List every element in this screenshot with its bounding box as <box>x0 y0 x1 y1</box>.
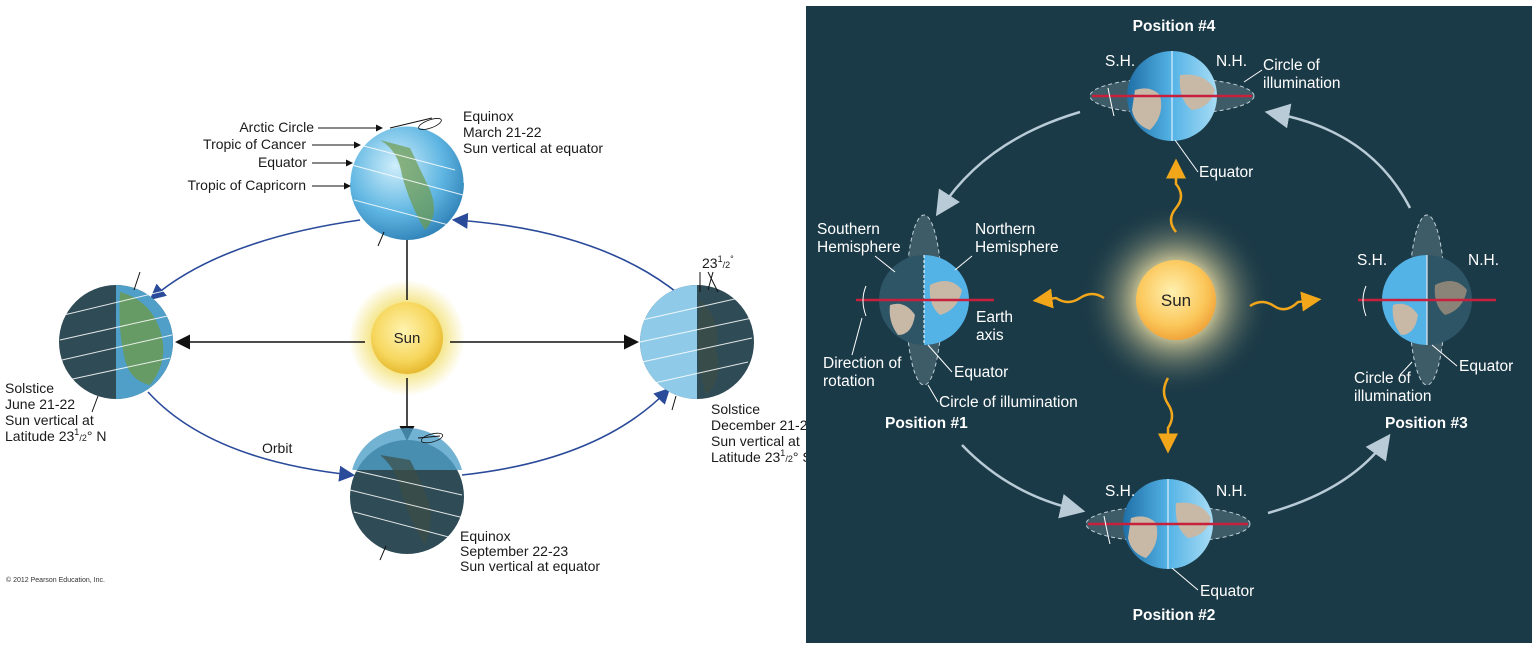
earth-march-equinox <box>349 117 465 247</box>
left-sun-label: Sun <box>394 330 421 347</box>
june-solstice-line1: Solstice <box>5 380 54 396</box>
pos3-circle-leader <box>1399 361 1413 376</box>
wavy-ray-up <box>1166 158 1186 233</box>
pos2-nh-label: N.H. <box>1216 483 1247 500</box>
orbit-arrow-1-to-2 <box>961 444 1086 519</box>
march-equinox-line3: Sun vertical at equator <box>463 140 603 156</box>
pos1-northern-line1: Northern <box>975 221 1035 238</box>
pos1-axis-line1: Earth <box>976 309 1013 326</box>
orbit-arc-top-right <box>451 212 681 296</box>
earth-june-solstice <box>59 271 173 413</box>
pos1-rotation-line2: rotation <box>823 373 875 390</box>
pos3-circle-line2: illumination <box>1354 388 1432 405</box>
pos4-circle-line2: illumination <box>1263 75 1341 92</box>
december-solstice-line2: December 21-2 <box>711 417 808 433</box>
pos1-northern-leader <box>954 255 973 271</box>
pos2-sh-label: S.H. <box>1105 483 1135 500</box>
march-equinox-line1: Equinox <box>463 108 514 124</box>
label-arctic-circle: Arctic Circle <box>239 119 314 135</box>
pos3-circle-line1: Circle of <box>1354 370 1412 387</box>
june-solstice-latitude: Latitude 231/2° N <box>5 427 106 444</box>
pos2-equator-leader <box>1171 567 1199 591</box>
orbit-arrow-4-to-1 <box>935 110 1081 217</box>
september-equinox-line3: Sun vertical at equator <box>460 558 600 574</box>
wavy-ray-left <box>1032 288 1105 309</box>
position-1-title: Position #1 <box>885 415 968 432</box>
pos1-rotation-leader <box>851 317 863 356</box>
label-tropic-of-capricorn: Tropic of Capricorn <box>187 177 306 193</box>
tilt-angle-label: 231/2° <box>702 254 734 271</box>
earth-september-equinox <box>349 427 465 561</box>
wavy-ray-right <box>1249 291 1322 312</box>
right-sun <box>1136 260 1216 340</box>
label-equator-left: Equator <box>258 154 307 170</box>
pos1-equator-label: Equator <box>954 364 1008 381</box>
position-3-title: Position #3 <box>1385 415 1468 432</box>
december-solstice-line3: Sun vertical at <box>711 433 800 449</box>
pos3-equator-leader <box>1431 344 1458 367</box>
pos1-axis-line2: axis <box>976 327 1004 344</box>
wavy-ray-down <box>1158 377 1178 454</box>
pos1-southern-leader <box>874 255 896 273</box>
position-2-title: Position #2 <box>1133 607 1216 624</box>
pos1-northern-line2: Hemisphere <box>975 239 1059 256</box>
march-equinox-line2: March 21-22 <box>463 124 542 140</box>
pos3-sh-label: S.H. <box>1357 252 1387 269</box>
pos1-circle-label: Circle of illumination <box>939 394 1078 411</box>
orbit-label: Orbit <box>262 440 292 456</box>
orbit-arc-bottom-left <box>147 391 356 482</box>
orbit-arrow-3-to-4 <box>1264 103 1412 209</box>
december-solstice-line1: Solstice <box>711 401 760 417</box>
tilt-indicator-line <box>707 271 719 293</box>
left-sun <box>371 302 443 374</box>
pos4-circle-leader <box>1243 69 1263 83</box>
position-4-title: Position #4 <box>1133 18 1216 35</box>
earth-december-solstice <box>639 271 754 411</box>
pos1-circle-leader <box>927 384 939 403</box>
pos1-southern-line1: Southern <box>817 221 880 238</box>
december-solstice-latitude: Latitude 231/2° S <box>711 448 812 465</box>
september-equinox-line1: Equinox <box>460 528 511 544</box>
pos1-rotation-line1: Direction of <box>823 355 902 372</box>
pos1-equator-leader <box>927 344 953 373</box>
pos4-sh-label: S.H. <box>1105 53 1135 70</box>
pos4-equator-label: Equator <box>1199 164 1253 181</box>
right-positions-panel: Sun Position #4 S.H. N.H. Circle of illu… <box>806 6 1532 643</box>
earth-position-4 <box>1089 51 1255 141</box>
pos2-equator-label: Equator <box>1200 583 1254 600</box>
orbit-arc-bottom-right <box>461 387 671 476</box>
pos4-equator-leader <box>1174 139 1199 173</box>
earth-position-3 <box>1358 214 1496 386</box>
pos4-nh-label: N.H. <box>1216 53 1247 70</box>
left-orbit-panel: Sun Arctic Circle Tropic of Cancer Equat… <box>5 108 812 584</box>
june-solstice-line3: Sun vertical at <box>5 412 94 428</box>
right-sun-label: Sun <box>1161 291 1191 310</box>
june-solstice-line2: June 21-22 <box>5 396 75 412</box>
earth-position-2 <box>1085 479 1251 569</box>
pos3-nh-label: N.H. <box>1468 252 1499 269</box>
orbit-arc-top-left <box>149 219 361 301</box>
copyright-notice: © 2012 Pearson Education, Inc. <box>6 576 105 584</box>
september-equinox-line2: September 22-23 <box>460 543 568 559</box>
label-tropic-of-cancer: Tropic of Cancer <box>203 136 306 152</box>
pos4-circle-line1: Circle of <box>1263 57 1321 74</box>
earth-position-1 <box>856 214 994 386</box>
orbit-arrow-2-to-3 <box>1267 433 1391 515</box>
pos3-equator-label: Equator <box>1459 358 1513 375</box>
pos1-southern-line2: Hemisphere <box>817 239 901 256</box>
